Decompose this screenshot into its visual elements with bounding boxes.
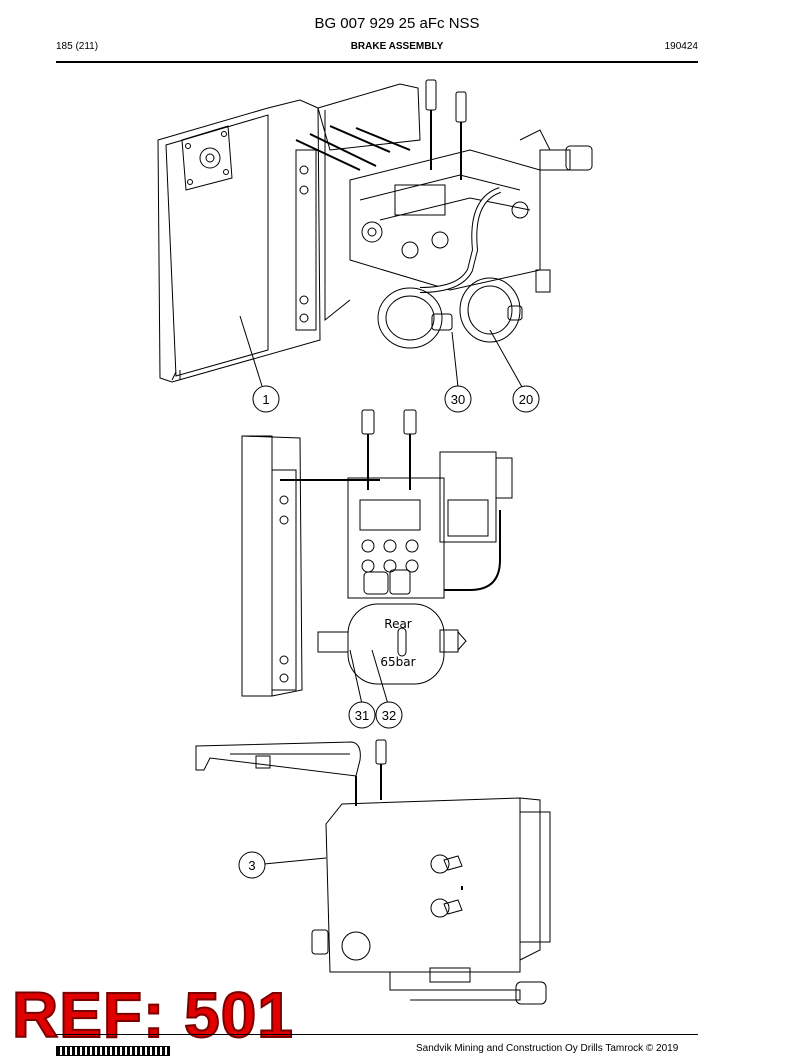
callout-3-label: 3 [248, 858, 255, 873]
callouts [238, 385, 540, 879]
date-code: 190424 [664, 41, 698, 52]
accumulator-rear-label: Rear [384, 617, 412, 631]
section-title: BRAKE ASSEMBLY [350, 41, 444, 52]
callout-31 [348, 701, 376, 729]
top-view [195, 739, 551, 1005]
callout-32-label: 32 [382, 708, 396, 723]
footer-copyright: Sandvik Mining and Construction Oy Drill… [416, 1043, 679, 1054]
callout-30-label: 30 [451, 392, 465, 407]
callout-1-label: 1 [262, 392, 269, 407]
callout-3 [238, 851, 266, 879]
side-view [241, 409, 513, 705]
callout-20 [512, 385, 540, 413]
header-rule [56, 61, 698, 63]
footer-rule [56, 1034, 698, 1035]
callout-32 [375, 701, 403, 729]
isometric-view [157, 79, 593, 388]
accumulator-pressure-label: 65bar [380, 655, 415, 669]
sandvik-logo [56, 1046, 170, 1056]
callout-30 [444, 385, 472, 413]
document-title: BG 007 929 25 aFc NSS [314, 15, 480, 32]
page-number: 185 (211) [56, 41, 99, 52]
callout-1 [252, 385, 280, 413]
callout-20-label: 20 [519, 392, 533, 407]
callout-31-label: 31 [355, 708, 369, 723]
ref-stamp: REF: 501 [11, 979, 294, 1051]
